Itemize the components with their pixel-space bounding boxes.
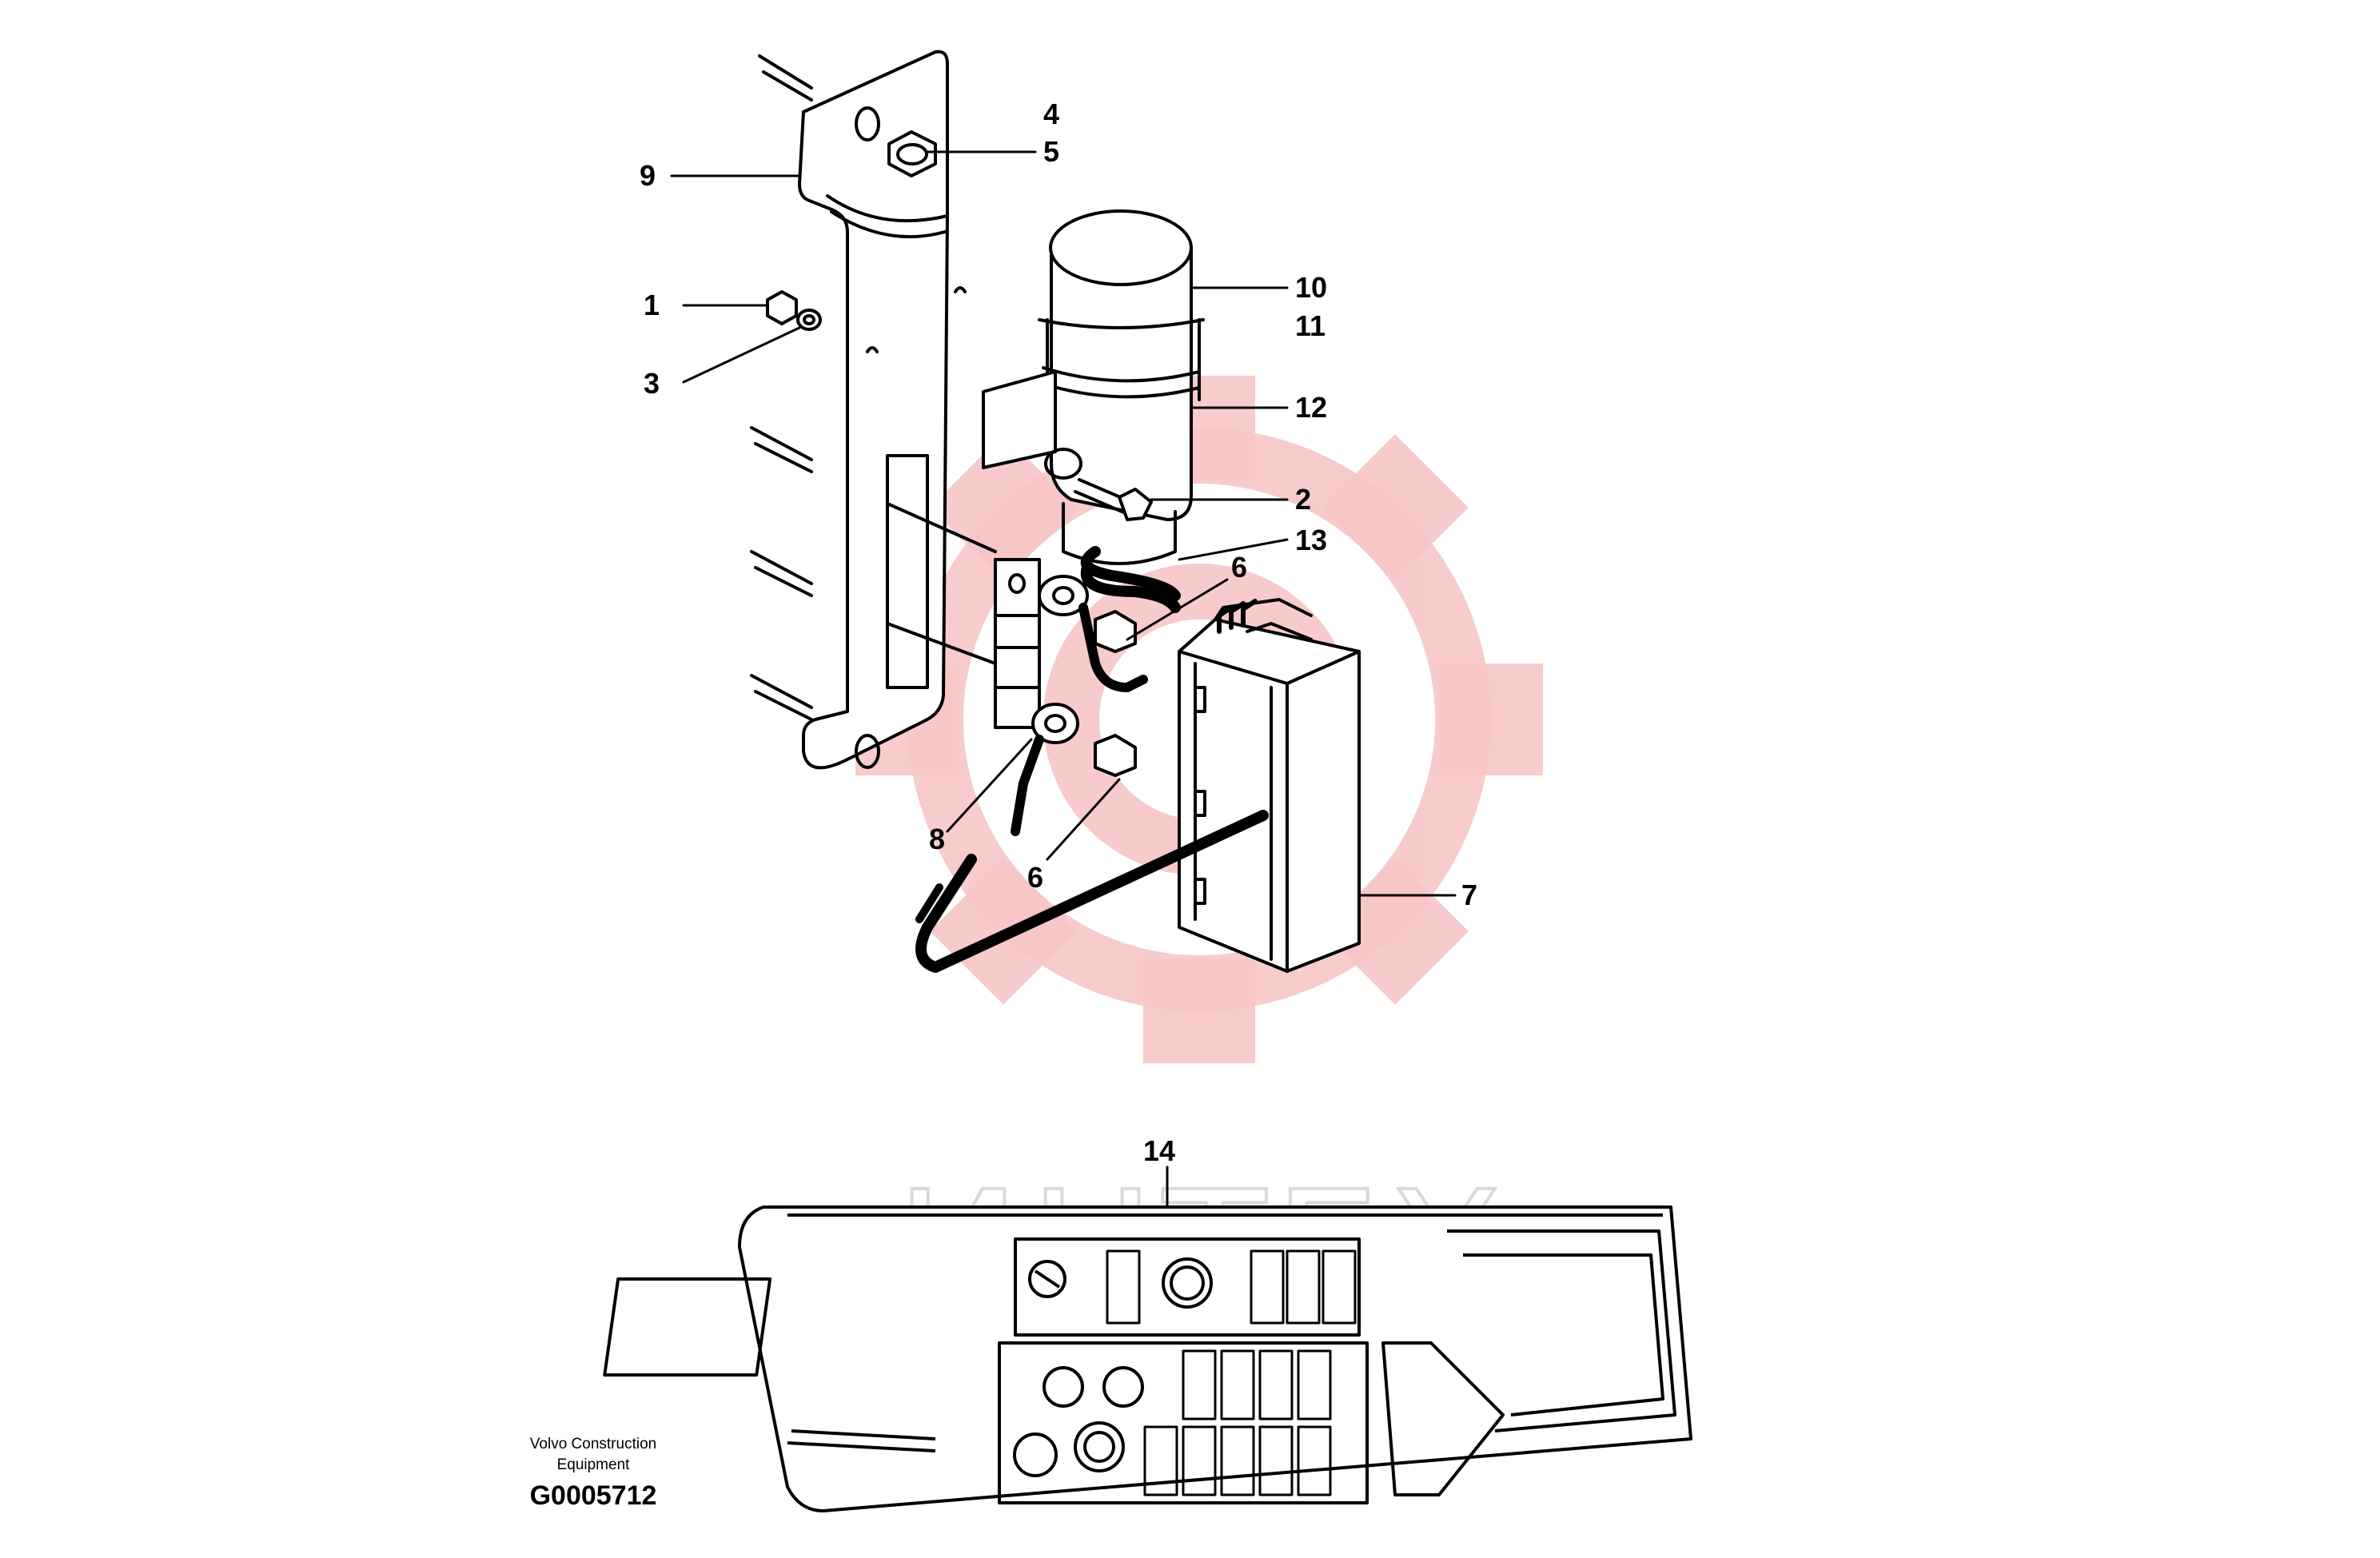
control-box: [1178, 598, 1361, 973]
bracket-studs: [750, 54, 813, 721]
callout-6-upper: 6: [1231, 551, 1247, 584]
drawing-code: G0005712: [530, 1480, 657, 1511]
callout-6-lower: 6: [1027, 861, 1043, 894]
box-cable-2: [915, 883, 943, 923]
ring-terminals: [1011, 575, 1148, 836]
box-cable: [915, 810, 1269, 973]
switch-grid-bottom: [1143, 1349, 1332, 1496]
top-nut: [887, 130, 937, 177]
callout-10: 10: [1295, 271, 1327, 304]
upper-assembly: [670, 50, 1457, 1440]
callout-8: 8: [929, 823, 945, 855]
receiver-drier: [1038, 209, 1205, 565]
callout-13: 13: [1295, 524, 1327, 556]
callout-4: 4: [1043, 98, 1059, 130]
switch-row-top: [1106, 1249, 1357, 1325]
callout-2: 2: [1295, 483, 1311, 516]
callout-11: 11: [1295, 309, 1326, 342]
callout-14: 14: [1143, 1134, 1175, 1167]
callout-1: 1: [644, 289, 660, 321]
callout-7: 7: [1461, 879, 1477, 911]
credit-line-2: Equipment: [557, 1456, 631, 1473]
credit-line-1: Volvo Construction: [530, 1436, 656, 1452]
credit-block: Volvo Construction Equipment G0005712: [530, 1436, 657, 1511]
drier-clamp: [982, 370, 1153, 521]
callout-9: 9: [640, 159, 656, 192]
mounting-bracket: [798, 50, 967, 770]
callout-3: 3: [644, 367, 660, 400]
side-nut: [766, 290, 822, 331]
hoses: [1080, 546, 1181, 613]
leader-lines: [670, 150, 1457, 1440]
callout-5: 5: [1043, 135, 1059, 168]
callout-labels: 4 5 9 10 11 1 3 12 2 13 6 7 8 6 14: [640, 98, 1477, 1167]
terminal-block: [886, 502, 1041, 729]
dashboard-panel: [603, 1205, 1692, 1512]
callout-12: 12: [1295, 391, 1327, 424]
